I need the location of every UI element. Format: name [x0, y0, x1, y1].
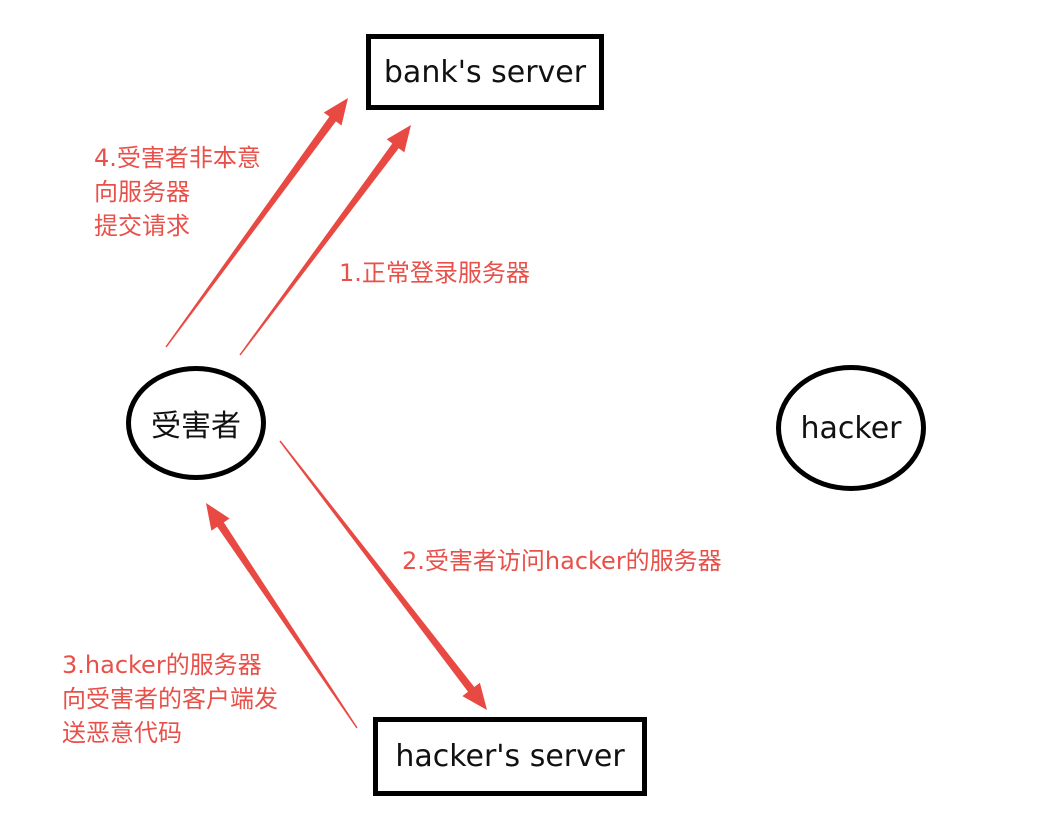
arrow-step-1	[239, 125, 411, 356]
bank-server-label: bank's server	[383, 54, 587, 90]
step-2-line-1: 2.受害者访问hacker的服务器	[402, 547, 722, 575]
victim-node: 受害者	[126, 366, 266, 480]
step-2-label: 2.受害者访问hacker的服务器	[402, 544, 722, 578]
hacker-node: hacker	[776, 365, 926, 491]
arrow-step-3	[206, 503, 358, 729]
hacker-server-node: hacker's server	[373, 717, 647, 796]
step-1-line-1: 1.正常登录服务器	[339, 259, 530, 287]
step-3-line-1: 3.hacker的服务器	[62, 651, 262, 679]
step-4-line-1: 4.受害者非本意	[94, 144, 261, 172]
step-4-line-2: 向服务器	[94, 178, 190, 206]
bank-server-node: bank's server	[366, 34, 604, 110]
hacker-label: hacker	[800, 410, 902, 446]
step-3-label: 3.hacker的服务器 向受害者的客户端发 送恶意代码	[62, 648, 278, 750]
victim-label: 受害者	[151, 409, 241, 444]
step-1-label: 1.正常登录服务器	[339, 256, 530, 290]
hacker-server-label: hacker's server	[395, 739, 625, 774]
step-3-line-3: 送恶意代码	[62, 719, 182, 747]
arrow-step-4	[165, 98, 348, 348]
step-3-line-2: 向受害者的客户端发	[62, 685, 278, 713]
arrow-step-2	[279, 440, 487, 710]
step-4-label: 4.受害者非本意 向服务器 提交请求	[94, 141, 261, 243]
step-4-line-3: 提交请求	[94, 212, 190, 240]
